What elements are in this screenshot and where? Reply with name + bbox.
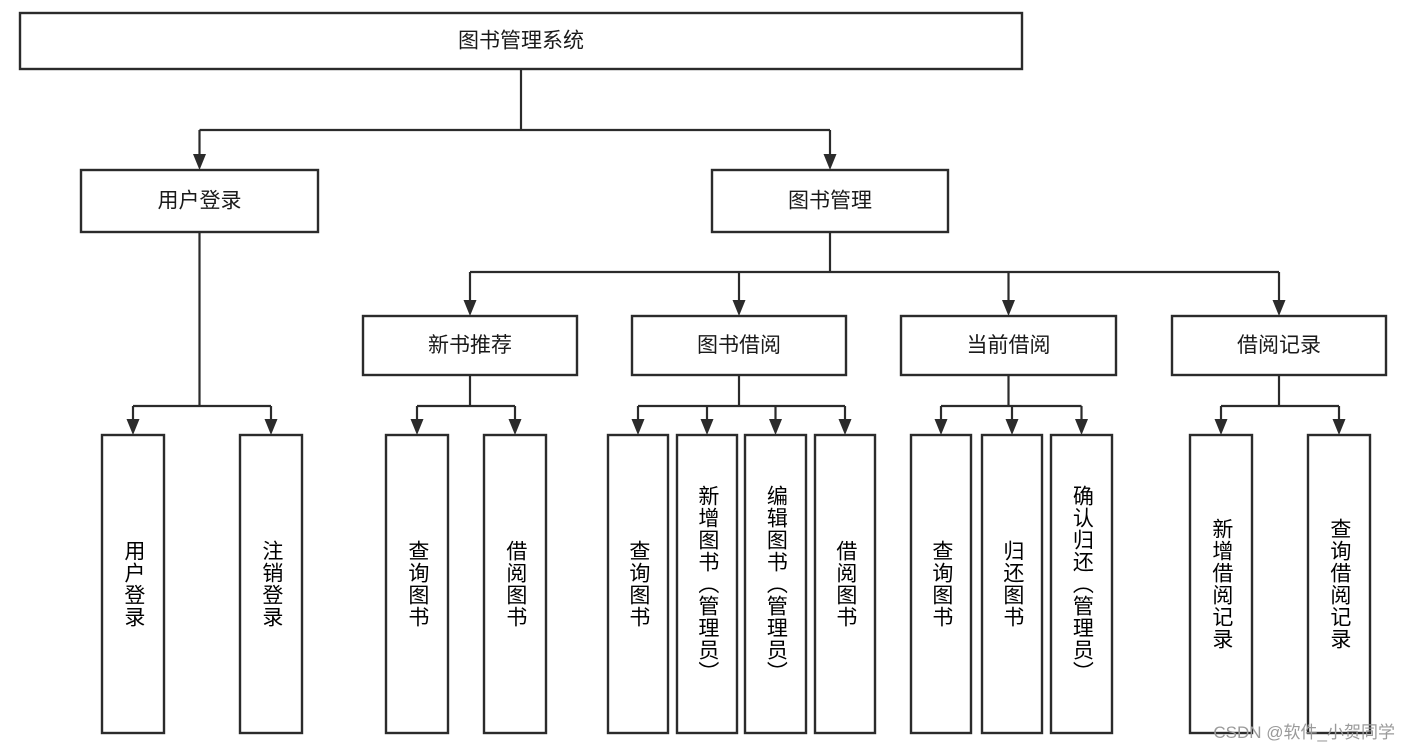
arrow-head-icon xyxy=(631,419,645,435)
node-box-leaf-confirm-return[interactable] xyxy=(1049,433,1114,735)
node-label-book-borrow: 图书借阅 xyxy=(697,334,781,357)
node-box-book-manage[interactable] xyxy=(710,168,950,234)
node-box-new-book-rec[interactable] xyxy=(361,314,579,377)
arrow-head-icon xyxy=(264,419,278,435)
node-label-root: 图书管理系统 xyxy=(458,30,584,53)
arrow-head-icon xyxy=(838,419,852,435)
node-box-leaf-logout[interactable] xyxy=(238,433,304,735)
node-box-leaf-borrow-book[interactable] xyxy=(813,433,877,735)
arrow-head-icon xyxy=(823,154,837,170)
node-label-new-book-rec: 新书推荐 xyxy=(428,334,512,357)
node-box-leaf-return-book[interactable] xyxy=(980,433,1044,735)
node-box-leaf-edit-book[interactable] xyxy=(743,433,808,735)
arrow-head-icon xyxy=(732,300,746,316)
arrow-head-icon xyxy=(193,154,206,170)
arrow-head-icon xyxy=(410,419,424,435)
node-box-root[interactable] xyxy=(18,11,1024,71)
node-box-leaf-query-book-borrow[interactable] xyxy=(606,433,670,735)
node-box-leaf-borrow-book-rec[interactable] xyxy=(482,433,548,735)
node-box-leaf-query-book-rec[interactable] xyxy=(384,433,450,735)
node-box-borrow-record[interactable] xyxy=(1170,314,1388,377)
arrow-head-icon xyxy=(1075,419,1088,435)
arrow-head-icon xyxy=(1272,300,1286,316)
arrow-head-icon xyxy=(700,419,714,435)
arrow-head-icon xyxy=(1002,300,1015,316)
node-label-book-manage: 图书管理 xyxy=(788,190,872,213)
node-box-leaf-query-record[interactable] xyxy=(1306,433,1372,735)
node-label-user-login: 用户登录 xyxy=(158,190,242,213)
arrow-head-icon xyxy=(463,300,477,316)
node-layer xyxy=(18,11,1388,735)
arrow-head-icon xyxy=(934,419,948,435)
node-box-leaf-add-book[interactable] xyxy=(675,433,739,735)
node-label-borrow-record: 借阅记录 xyxy=(1237,334,1321,357)
arrow-head-icon xyxy=(769,419,782,435)
arrow-head-icon xyxy=(126,419,140,435)
connector-layer xyxy=(126,69,1346,435)
node-box-leaf-query-book-cur[interactable] xyxy=(909,433,973,735)
watermark: CSDN @软件_小贺同学 xyxy=(1213,723,1395,742)
node-box-leaf-user-login[interactable] xyxy=(100,433,166,735)
node-label-current-borrow: 当前借阅 xyxy=(967,334,1051,357)
node-box-book-borrow[interactable] xyxy=(630,314,848,377)
node-box-current-borrow[interactable] xyxy=(899,314,1118,377)
arrow-head-icon xyxy=(1005,419,1019,435)
arrow-head-icon xyxy=(1332,419,1346,435)
arrow-head-icon xyxy=(508,419,522,435)
node-box-user-login[interactable] xyxy=(79,168,320,234)
node-box-leaf-add-record[interactable] xyxy=(1188,433,1254,735)
arrow-head-icon xyxy=(1214,419,1228,435)
